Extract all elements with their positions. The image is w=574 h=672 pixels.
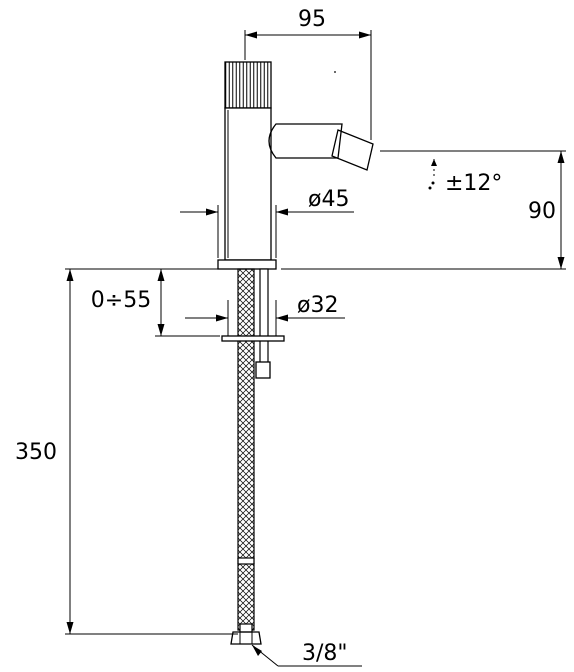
- dim-deck-thickness-label: 0÷55: [91, 288, 151, 313]
- braided-hose-lower: [237, 563, 255, 631]
- dim-deck-thickness: 0÷55: [65, 268, 225, 337]
- dim-body-diameter-label: ø45: [308, 187, 349, 212]
- threaded-rod: [259, 268, 269, 366]
- handle-knob: [224, 61, 272, 109]
- dim-hose-thread-label: 3/8": [302, 641, 348, 666]
- dim-hole-diameter-label: ø32: [297, 293, 338, 318]
- hose-fitting: [239, 623, 253, 633]
- dim-spout-height-label: 90: [528, 199, 556, 224]
- dim-swivel-angle-label: ±12°: [445, 171, 502, 196]
- rod-nut: [255, 361, 271, 379]
- braided-hose: [237, 268, 255, 559]
- dim-hose-length-label: 350: [15, 440, 57, 465]
- dim-hole-diameter: ø32: [185, 293, 345, 336]
- dim-hose-thread: 3/8": [251, 641, 362, 667]
- dim-body-diameter: ø45: [180, 187, 354, 258]
- under-deck-assembly: [221, 268, 285, 645]
- nozzle: [331, 129, 374, 171]
- dim-spout-reach-label: 95: [298, 7, 326, 32]
- hose-nut: [230, 631, 262, 645]
- base-ring: [217, 259, 277, 270]
- dim-hose-length: 350: [15, 269, 238, 635]
- spout: [268, 123, 343, 159]
- faucet-body: [217, 61, 374, 270]
- dim-spout-height: 90: [281, 150, 566, 270]
- dim-spout-reach: 95: [244, 7, 372, 140]
- body-cylinder: [224, 107, 272, 261]
- dim-swivel-angle: ±12°: [428, 159, 502, 196]
- fixing-plate: [221, 335, 285, 342]
